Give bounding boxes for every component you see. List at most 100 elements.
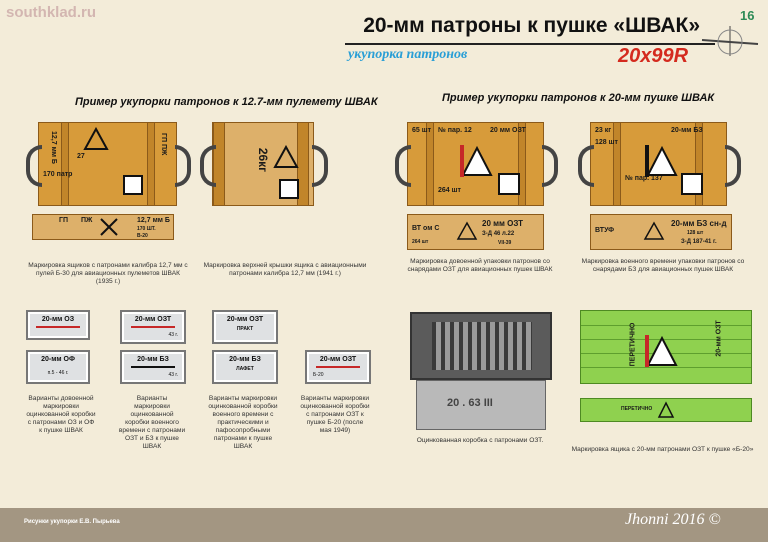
zinc-box-sub: 43 г.: [168, 332, 178, 338]
diagonal-band-icon: [498, 173, 520, 195]
zinc-box-band: [130, 326, 176, 328]
zinc-box-label: 20-мм БЗ: [229, 356, 261, 363]
crate-handle-icon: [578, 145, 594, 187]
zinc-box-ozt-prakt: 20-мм ОЗТ ПРАКТ: [212, 310, 278, 344]
zinc-box-label: 20-мм БЗ: [137, 356, 169, 363]
crate-handle-icon: [725, 145, 741, 187]
side-stencil: В-20: [137, 233, 148, 239]
crate-stencil: № пар. 137: [625, 175, 663, 182]
diagonal-band-icon: [681, 173, 703, 195]
cartridge-rows: [432, 322, 532, 370]
side-stencil: VII-39: [498, 240, 512, 246]
section-title-12mm: Пример укупорки патронов к 12.7-мм пулем…: [75, 96, 378, 108]
zinc-box-of: 20-мм ОФ п.5 - 46 г.: [26, 350, 90, 384]
green-crate-side: ПЕРЕТИЧНО: [580, 398, 752, 422]
side-stencil: ГП: [59, 217, 68, 224]
caption-2: Маркировка верхней крышки ящика с авиаци…: [203, 262, 367, 277]
triangle-marking-icon: [83, 127, 109, 150]
triangle-marking-icon: [657, 401, 675, 418]
crate-side-20mm-ozt: ВТ ом С 20 мм ОЗТ 264 шт З-Д 46 л.22 VII…: [407, 214, 544, 250]
crate-stencil: 23 кг: [595, 127, 612, 134]
triangle-marking-icon: [460, 145, 493, 177]
crate-20mm-prewar: 65 шт № пар. 12 264 шт 20 мм ОЗТ: [407, 122, 544, 206]
crate-stencil: 264 шт: [438, 187, 461, 194]
lid-stencil: 20 . 63 III: [447, 397, 493, 409]
zinc-box-sub: ЛАФЕТ: [236, 366, 254, 372]
crate-handle-icon: [26, 145, 42, 187]
caption-8: Варианты маркировки оцинкованной коробки…: [300, 395, 370, 434]
title-underline: [345, 43, 715, 45]
zinc-box-label: 20-мм ОФ: [41, 356, 75, 363]
crate-handle-icon: [200, 145, 216, 187]
crate-12mm-1935: 12,7 мм Б ГП ПЖ 170 патр 27: [38, 122, 177, 206]
crate-side-20mm-bz: ВТУФ 20-мм БЗ сн-д 128 шт З-Д 187-41 г.: [590, 214, 732, 250]
side-stencil: З-Д 187-41 г.: [681, 239, 717, 245]
zinc-box-sub: Б-20: [313, 372, 324, 378]
caption-9: Оцинкованная коробка с патронами ОЗТ.: [416, 437, 544, 444]
crate-stencil: 27: [77, 153, 85, 160]
footer-credit: Рисунки укупорки Е.В. Пырьева: [24, 519, 120, 525]
triangle-marking-icon: [645, 335, 678, 367]
zinc-box-label: 20-мм ОЗ: [41, 316, 75, 323]
crate-stencil: 12,7 мм Б: [50, 131, 57, 164]
signature: Jhonni 2016 ©: [625, 511, 721, 528]
zinc-box-band: [36, 326, 80, 328]
green-crate-b20: ПЕРЕТИЧНО 20-мм ОЗТ: [580, 310, 752, 384]
triangle-marking-icon: [645, 145, 678, 177]
crate-stencil: 20-мм ОЗТ: [715, 320, 723, 357]
page-title: 20-мм патроны к пушке «ШВАК»: [363, 14, 700, 37]
crate-stencil: ГП ПЖ: [160, 133, 167, 156]
caliber-label: 20x99R: [618, 45, 689, 67]
page-number: 16: [740, 8, 755, 23]
crate-handle-icon: [395, 145, 411, 187]
zinc-box-photo-open: [410, 312, 552, 380]
crate-lid-1941: 26кг: [212, 122, 314, 206]
caption-6: Варианты маркировки оцинкованной коробки…: [118, 395, 186, 450]
crate-side-12mm: ГП ПЖ 12,7 мм Б 170 ШТ. В-20: [32, 214, 174, 240]
triangle-marking-icon: [273, 145, 299, 168]
section-title-20mm: Пример укупорки патронов к 20-мм пушке Ш…: [442, 92, 715, 104]
crate-stencil: № пар. 12: [438, 127, 472, 134]
caption-3: Маркировка довоенной упаковки патронов с…: [407, 258, 553, 273]
side-stencil: 264 шт: [412, 239, 429, 245]
side-stencil: З-Д 46 л.22: [482, 231, 515, 237]
crate-stencil: 20 мм ОЗТ: [490, 127, 526, 134]
side-stencil: 20 мм ОЗТ: [482, 219, 523, 228]
triangle-marking-icon: [643, 221, 665, 240]
zinc-box-label: 20-мм ОЗТ: [226, 316, 264, 323]
zinc-box-sub: ПРАКТ: [236, 326, 254, 332]
crate-handle-icon: [542, 145, 558, 187]
zinc-box-label: 20-мм ОЗТ: [319, 356, 357, 363]
zinc-box-oz: 20-мм ОЗ: [26, 310, 90, 340]
footer-bar: [0, 508, 768, 542]
zinc-box-sub: 43 г.: [168, 372, 178, 378]
zinc-box-photo-lid: 20 . 63 III: [416, 380, 546, 430]
page-subtitle: укупорка патронов: [348, 47, 468, 62]
crate-stencil: 128 шт: [595, 139, 618, 146]
crate-stencil: 170 патр: [43, 171, 73, 178]
zinc-box-bz: 20-мм БЗ 43 г.: [120, 350, 186, 384]
caption-5: Варианты довоенной маркировки оцинкованн…: [26, 395, 96, 434]
side-stencil: ВТУФ: [595, 227, 615, 234]
zinc-box-bz-lafet: 20-мм БЗ ЛАФЕТ: [212, 350, 278, 384]
diagonal-band-icon: [279, 179, 299, 199]
aircraft-icon: [701, 26, 759, 56]
triangle-marking-icon: [456, 221, 478, 240]
diagonal-band-icon: [123, 175, 143, 195]
caption-10: Маркировка ящика с 20-мм патронами ОЗТ к…: [571, 446, 754, 453]
side-stencil: 128 шт: [687, 230, 704, 236]
crate-20mm-wartime: 23 кг 128 шт № пар. 137 20-мм БЗ: [590, 122, 727, 206]
zinc-box-sub: п.5 - 46 г.: [47, 370, 69, 376]
crate-handle-icon: [312, 145, 328, 187]
crate-stencil: 65 шт: [412, 127, 431, 134]
crate-stencil: 20-мм БЗ: [671, 127, 703, 134]
side-stencil: 20-мм БЗ сн-д: [671, 219, 727, 228]
side-stencil: ВТ ом С: [412, 225, 440, 232]
zinc-box-band: [130, 366, 176, 368]
cross-marking-icon: [100, 218, 118, 236]
crate-stencil: ПЕРЕТИЧНО: [621, 406, 653, 412]
caption-1: Маркировка ящиков с патронами калибра 12…: [28, 262, 188, 285]
zinc-box-label: 20-мм ОЗТ: [134, 316, 172, 323]
side-stencil: ПЖ: [81, 217, 93, 224]
side-stencil: 170 ШТ.: [137, 226, 156, 232]
